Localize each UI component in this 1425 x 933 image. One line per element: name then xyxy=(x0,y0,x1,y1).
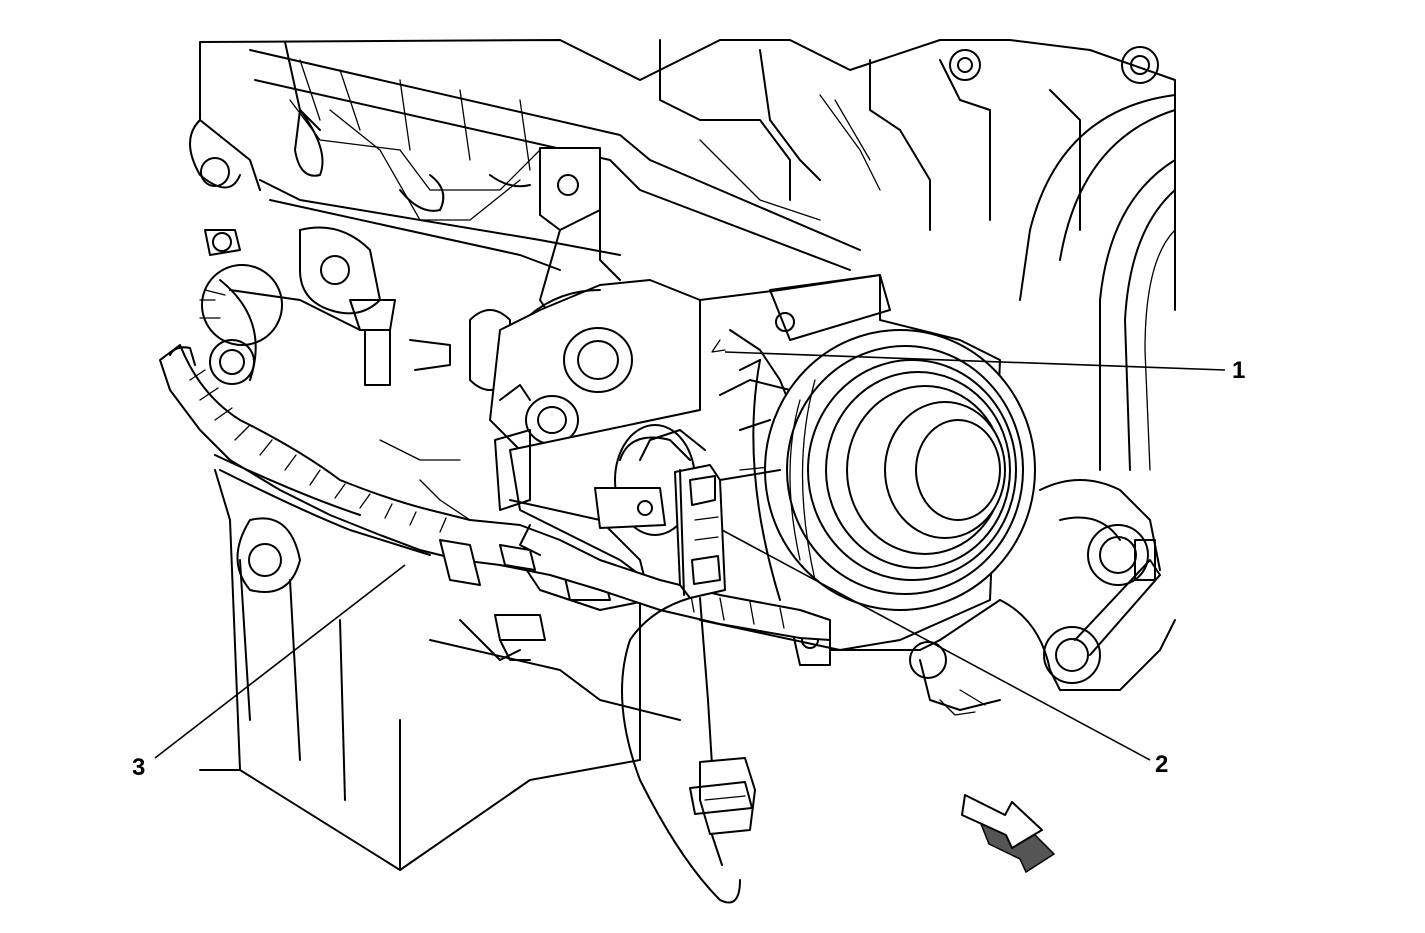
leader-line-1 xyxy=(724,351,1226,371)
crankshaft-pulley xyxy=(1019,94,1176,471)
electrical-connector xyxy=(621,429,781,904)
tensioner-assembly xyxy=(909,479,1176,716)
callout-labels: 1 2 3 xyxy=(132,357,1245,781)
callout-1: 1 xyxy=(1232,357,1245,384)
engine-block xyxy=(189,39,1176,871)
front-direction-arrow-icon xyxy=(961,794,1056,874)
callout-2: 2 xyxy=(1155,751,1168,778)
leader-line-2 xyxy=(721,529,1151,761)
compressor-pulley xyxy=(739,329,1036,611)
leader-line-3 xyxy=(154,564,406,759)
wiring-harness xyxy=(159,344,831,641)
callout-3: 3 xyxy=(132,754,145,781)
leader-lines xyxy=(154,351,1226,761)
